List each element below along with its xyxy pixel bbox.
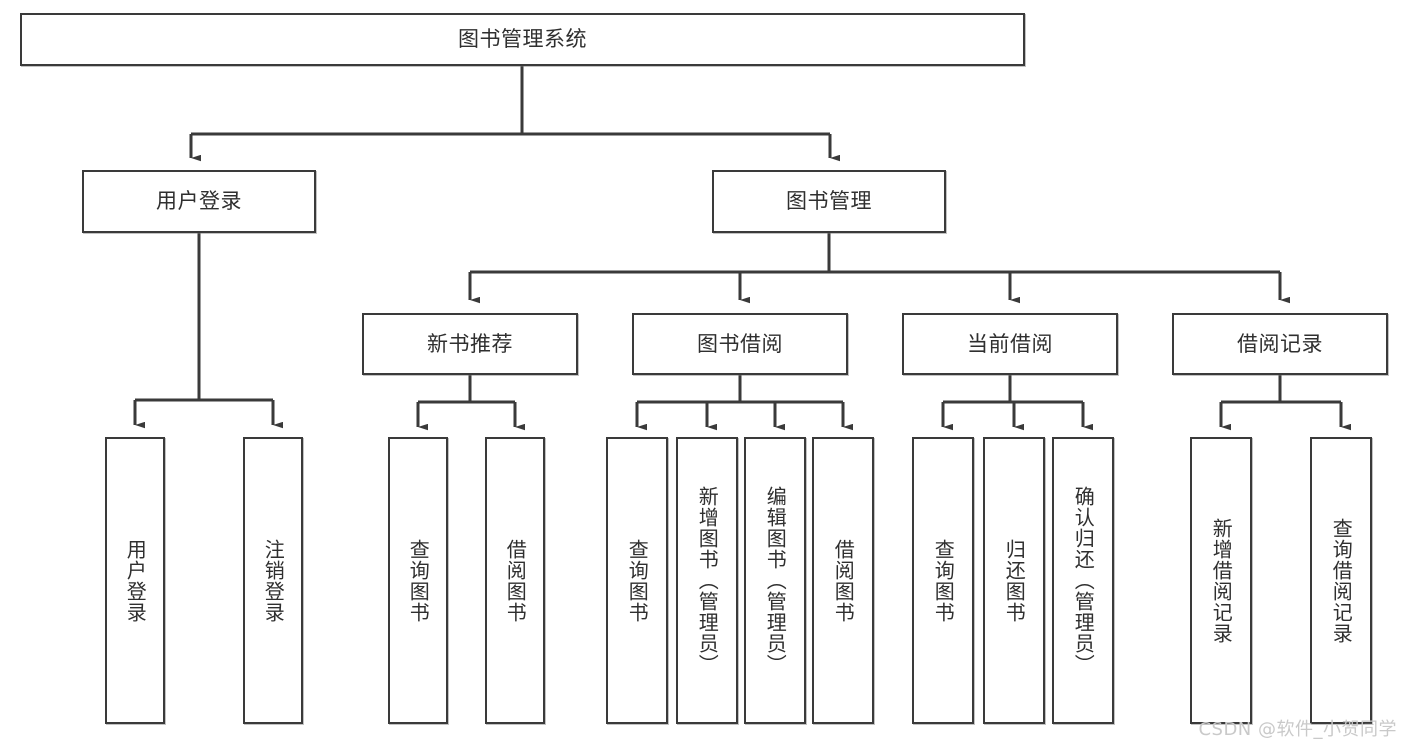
leaf-recommend-borrow-book[interactable]: 借阅图书 xyxy=(485,437,545,724)
leaf-edit-book-admin[interactable]: 编辑图书（管理员） xyxy=(744,437,806,724)
leaf-user-logout-label: 注销登录 xyxy=(261,538,286,623)
node-book-management[interactable]: 图书管理 xyxy=(712,170,946,233)
node-borrow-record[interactable]: 借阅记录 xyxy=(1172,313,1388,375)
node-book-borrow[interactable]: 图书借阅 xyxy=(632,313,848,375)
leaf-user-logout[interactable]: 注销登录 xyxy=(243,437,303,724)
leaf-borrow-book-label: 借阅图书 xyxy=(831,538,856,623)
node-new-book-recommend[interactable]: 新书推荐 xyxy=(362,313,578,375)
node-user-login[interactable]: 用户登录 xyxy=(82,170,316,233)
leaf-return-book[interactable]: 归还图书 xyxy=(983,437,1045,724)
leaf-add-book-admin-label: 新增图书（管理员） xyxy=(695,486,720,675)
leaf-add-borrow-record-label: 新增借阅记录 xyxy=(1209,517,1234,644)
leaf-current-query-book[interactable]: 查询图书 xyxy=(912,437,974,724)
leaf-borrow-query-book[interactable]: 查询图书 xyxy=(606,437,668,724)
leaf-query-borrow-record[interactable]: 查询借阅记录 xyxy=(1310,437,1372,724)
watermark-text: CSDN @软件_小贺同学 xyxy=(1198,719,1397,740)
leaf-user-login-label: 用户登录 xyxy=(123,538,148,623)
leaf-borrow-query-book-label: 查询图书 xyxy=(625,538,650,623)
leaf-confirm-return-admin[interactable]: 确认归还（管理员） xyxy=(1052,437,1114,724)
node-new-book-recommend-label: 新书推荐 xyxy=(427,331,513,356)
node-current-borrow-label: 当前借阅 xyxy=(967,331,1053,356)
leaf-recommend-borrow-book-label: 借阅图书 xyxy=(503,538,528,623)
leaf-confirm-return-admin-label: 确认归还（管理员） xyxy=(1071,486,1096,675)
leaf-recommend-query-book-label: 查询图书 xyxy=(406,538,431,623)
node-book-borrow-label: 图书借阅 xyxy=(697,331,783,356)
leaf-borrow-book[interactable]: 借阅图书 xyxy=(812,437,874,724)
leaf-return-book-label: 归还图书 xyxy=(1002,538,1027,623)
node-root[interactable]: 图书管理系统 xyxy=(20,13,1025,66)
leaf-recommend-query-book[interactable]: 查询图书 xyxy=(388,437,448,724)
node-user-login-label: 用户登录 xyxy=(156,189,242,214)
leaf-current-query-book-label: 查询图书 xyxy=(931,538,956,623)
leaf-user-login[interactable]: 用户登录 xyxy=(105,437,165,724)
node-root-label: 图书管理系统 xyxy=(458,27,587,52)
leaf-query-borrow-record-label: 查询借阅记录 xyxy=(1329,517,1354,644)
leaf-edit-book-admin-label: 编辑图书（管理员） xyxy=(763,486,788,675)
node-borrow-record-label: 借阅记录 xyxy=(1237,331,1323,356)
leaf-add-borrow-record[interactable]: 新增借阅记录 xyxy=(1190,437,1252,724)
node-book-management-label: 图书管理 xyxy=(786,189,872,214)
node-current-borrow[interactable]: 当前借阅 xyxy=(902,313,1118,375)
leaf-add-book-admin[interactable]: 新增图书（管理员） xyxy=(676,437,738,724)
